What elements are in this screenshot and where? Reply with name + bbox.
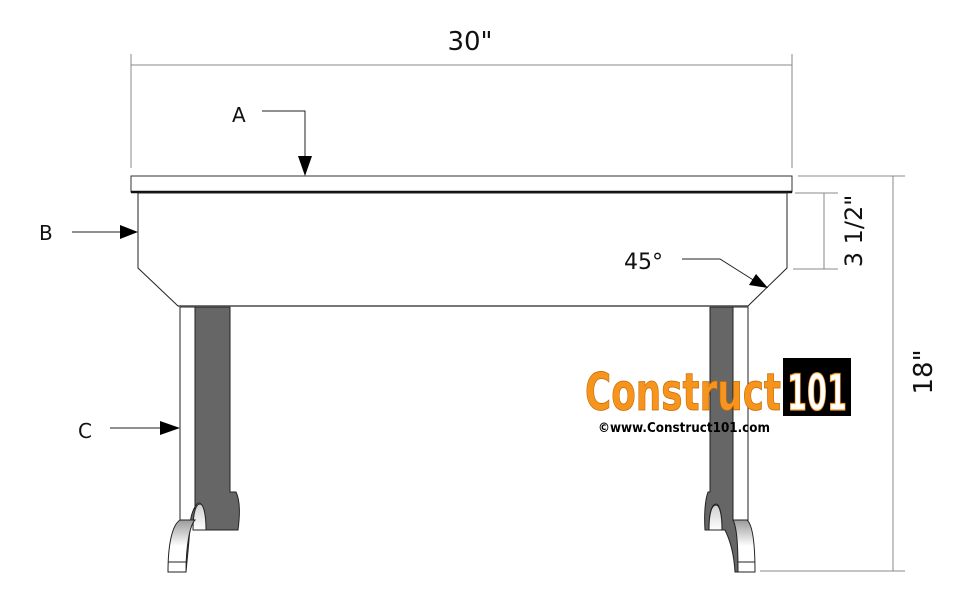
part-b-label: B — [39, 221, 53, 245]
part-a-label: A — [232, 103, 246, 127]
callout-a: A — [232, 103, 312, 176]
leg-left — [167, 306, 240, 573]
callout-b: B — [39, 221, 138, 245]
width-dimension: 30" — [130, 27, 793, 168]
apron — [137, 192, 788, 307]
part-c-label: C — [78, 419, 92, 443]
angle-label: 45° — [624, 250, 663, 275]
callout-c: C — [78, 419, 180, 443]
leg-right — [704, 306, 756, 573]
apron-height-dimension: 3 1/2" — [793, 192, 868, 270]
logo-brand-text: Construct — [585, 363, 781, 423]
width-label: 30" — [447, 27, 492, 57]
construct101-logo: Construct 101 ©www.Construct101.com — [585, 358, 851, 436]
logo-url-text: ©www.Construct101.com — [598, 421, 770, 436]
angle-callout: 45° — [624, 250, 768, 288]
apron-height-label: 3 1/2" — [840, 195, 868, 268]
total-height-dimension: 18" — [760, 175, 939, 572]
logo-number-text: 101 — [787, 364, 847, 422]
seat-top — [130, 175, 793, 194]
total-height-label: 18" — [909, 349, 939, 394]
